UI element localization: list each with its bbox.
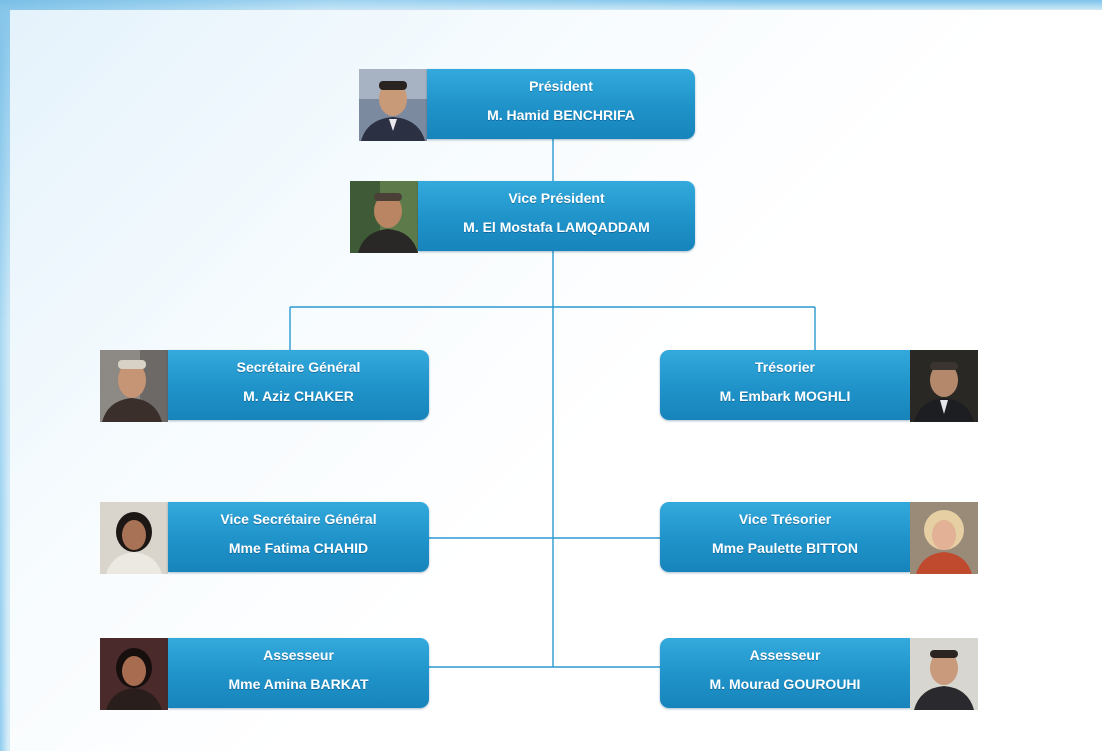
assessor-right-title: Assesseur xyxy=(749,647,821,663)
vice-secretary-general-name: Mme Fatima CHAHID xyxy=(228,540,369,556)
president-card: Président M. Hamid BENCHRIFA xyxy=(427,69,695,139)
vice-president-name: M. El Mostafa LAMQADDAM xyxy=(463,219,650,235)
vice-secretary-general-title: Vice Secrétaire Général xyxy=(220,511,377,527)
president-title: Président xyxy=(529,78,593,94)
secretary-general-name: M. Aziz CHAKER xyxy=(243,388,354,404)
treasurer-card: Trésorier M. Embark MOGHLI xyxy=(660,350,910,420)
vice-president-card: Vice Président M. El Mostafa LAMQADDAM xyxy=(418,181,695,251)
assessor-left-title: Assesseur xyxy=(263,647,334,663)
assessor-right-name: M. Mourad GOUROUHI xyxy=(709,676,861,692)
president-photo xyxy=(359,69,427,141)
vice-treasurer-title: Vice Trésorier xyxy=(738,511,832,527)
vice-treasurer-photo xyxy=(910,502,978,574)
vice-secretary-general-photo xyxy=(100,502,168,574)
assessor-right-photo xyxy=(910,638,978,710)
treasurer-photo xyxy=(910,350,978,422)
assessor-left-photo xyxy=(100,638,168,710)
treasurer-name: M. Embark MOGHLI xyxy=(719,388,851,404)
vice-treasurer-card: Vice Trésorier Mme Paulette BITTON xyxy=(660,502,910,572)
president-name: M. Hamid BENCHRIFA xyxy=(487,107,635,123)
secretary-general-photo xyxy=(100,350,168,422)
secretary-general-card: Secrétaire Général M. Aziz CHAKER xyxy=(168,350,429,420)
assessor-left-card: Assesseur Mme Amina BARKAT xyxy=(168,638,429,708)
assessor-left-name: Mme Amina BARKAT xyxy=(228,676,369,692)
vice-treasurer-name: Mme Paulette BITTON xyxy=(712,540,858,556)
secretary-general-title: Secrétaire Général xyxy=(236,359,361,375)
vice-president-title: Vice Président xyxy=(508,190,605,206)
vice-secretary-general-card: Vice Secrétaire Général Mme Fatima CHAHI… xyxy=(168,502,429,572)
treasurer-title: Trésorier xyxy=(755,359,815,375)
assessor-right-card: Assesseur M. Mourad GOUROUHI xyxy=(660,638,910,708)
vice-president-photo xyxy=(350,181,418,253)
